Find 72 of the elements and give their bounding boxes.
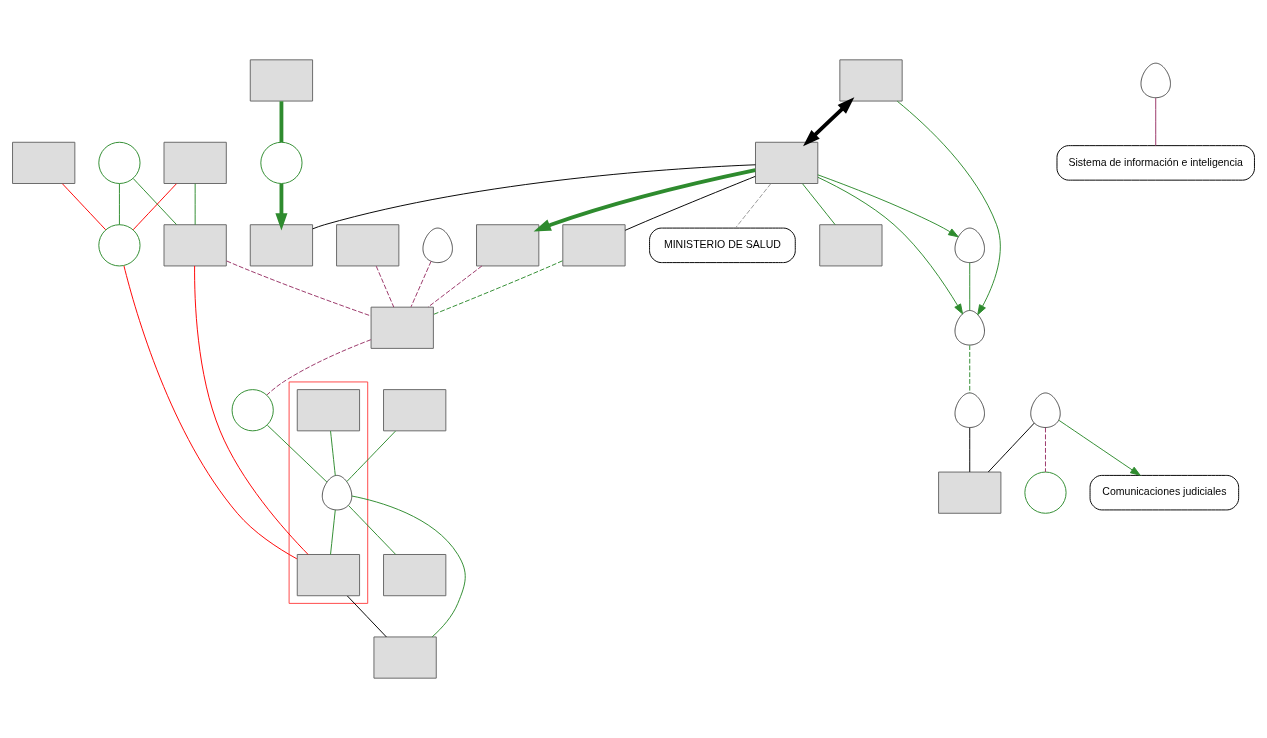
node-person	[1030, 392, 1061, 428]
node-box	[12, 141, 76, 184]
connector	[1045, 427, 1046, 473]
node-box	[819, 224, 883, 267]
connector	[330, 509, 336, 555]
connector	[427, 265, 483, 308]
node-box	[163, 224, 227, 267]
node-circle	[98, 224, 141, 267]
arrow	[803, 97, 855, 147]
node-box	[296, 554, 361, 597]
cluster	[288, 381, 369, 604]
connector	[1155, 97, 1157, 146]
node-box	[373, 636, 437, 679]
node-circle	[260, 141, 303, 184]
node-box	[249, 224, 314, 267]
node-box	[839, 59, 903, 102]
node-person	[954, 310, 985, 346]
connector	[432, 260, 563, 315]
connector	[132, 183, 177, 231]
connector	[348, 505, 397, 555]
connector	[132, 178, 177, 225]
node-box: Comunicaciones judiciales	[1089, 474, 1240, 511]
node-box	[383, 389, 447, 432]
connector	[330, 430, 336, 477]
connector	[969, 427, 971, 473]
connector	[735, 183, 772, 229]
arrow	[817, 176, 964, 315]
node-person	[954, 227, 985, 264]
connector	[375, 265, 395, 308]
connector	[118, 183, 120, 226]
node-person	[954, 392, 985, 428]
connector	[61, 183, 107, 231]
node-box	[163, 141, 227, 184]
node-person	[321, 474, 353, 511]
connector	[123, 265, 298, 560]
node-box	[249, 59, 314, 102]
connector	[194, 265, 309, 555]
arrow	[817, 174, 959, 238]
connector	[194, 183, 196, 226]
node-box: MINISTERIO DE SALUD	[649, 227, 796, 264]
node-box	[938, 471, 1002, 514]
connector	[226, 260, 372, 317]
connector	[346, 595, 387, 638]
connector	[987, 422, 1035, 473]
node-circle	[98, 141, 141, 184]
connector	[312, 164, 756, 230]
connector	[410, 260, 432, 308]
arrow	[275, 183, 288, 231]
connector	[346, 430, 396, 483]
connector	[279, 101, 284, 143]
node-box	[562, 224, 626, 267]
node-person	[422, 227, 453, 264]
connector	[266, 424, 328, 483]
node-box	[336, 224, 400, 267]
node-box	[476, 224, 540, 267]
node-box	[370, 306, 434, 349]
connector	[969, 344, 971, 394]
node-box	[383, 554, 447, 597]
node-box	[755, 141, 819, 184]
connector	[266, 339, 372, 396]
node-box	[296, 389, 361, 432]
arrow	[896, 100, 1001, 316]
arrow	[533, 168, 756, 232]
connector	[969, 262, 971, 311]
connector	[624, 175, 756, 231]
node-circle	[1024, 471, 1067, 514]
connector	[802, 183, 836, 226]
node-person	[1140, 62, 1171, 99]
arrow	[1058, 419, 1141, 476]
connector	[351, 495, 466, 638]
node-circle	[231, 389, 274, 432]
node-box: Sistema de información e inteligencia	[1056, 145, 1255, 181]
